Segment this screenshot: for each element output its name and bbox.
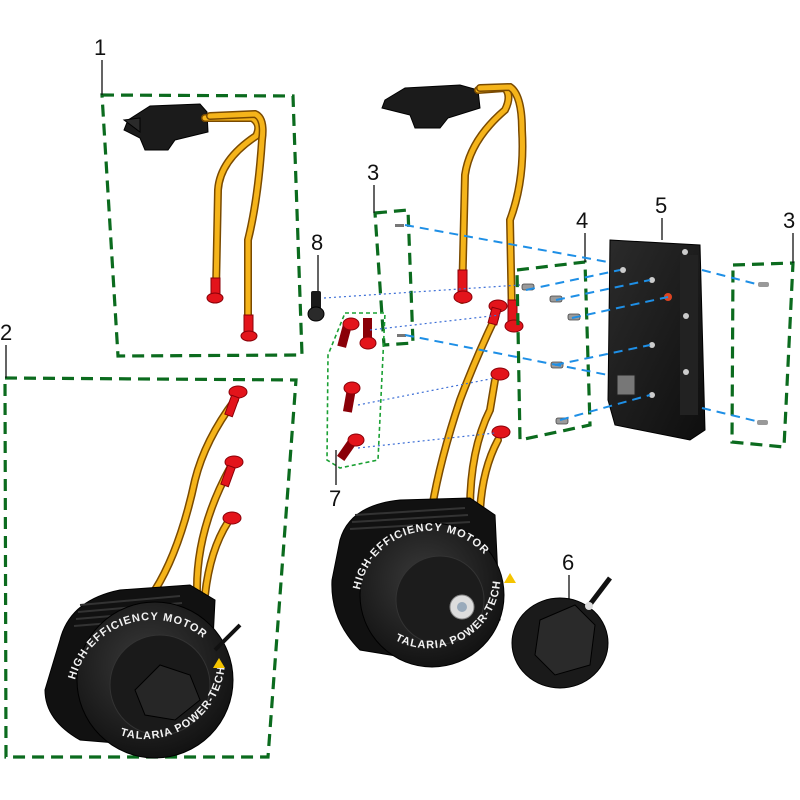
cable-harness-assembled xyxy=(381,82,527,333)
callout-2: 2 xyxy=(0,320,12,345)
terminal-cap xyxy=(336,433,365,462)
callout-8: 8 xyxy=(311,230,323,255)
group-3-screws-left: 3 xyxy=(367,160,415,347)
callout-5: 5 xyxy=(655,193,667,218)
part-8-bolt: 8 xyxy=(307,230,325,322)
group-4-nuts: 4 xyxy=(515,208,592,442)
motor-right-cables xyxy=(428,299,511,516)
group-2-motor-assembly: 2 HIGH-EFFICIENCY MOTOR TALARIA POWER-TE… xyxy=(0,320,298,759)
callout-6: 6 xyxy=(562,550,574,575)
motor-right: HIGH-EFFICIENCY MOTOR TALARIA POWER-TECH xyxy=(331,497,516,668)
group-4-border xyxy=(515,260,592,442)
group-7-terminal-caps: 7 xyxy=(326,312,386,511)
throttle-connector xyxy=(122,103,209,151)
terminal-cap xyxy=(342,381,361,413)
callout-3a: 3 xyxy=(367,160,379,185)
motor-left: HIGH-EFFICIENCY MOTOR TALARIA POWER-TECH xyxy=(44,584,242,759)
callout-3b: 3 xyxy=(783,208,795,233)
terminal-cap xyxy=(359,318,377,350)
group-3-screws-right: 3 xyxy=(730,208,795,449)
group-3a-border xyxy=(373,208,415,347)
group-2-border xyxy=(3,376,298,759)
group-1-cable-harness: 1 xyxy=(94,35,304,358)
group-7-border xyxy=(326,312,386,469)
part-5-controller: 5 xyxy=(607,193,706,441)
callout-1: 1 xyxy=(94,35,106,60)
terminal-cap xyxy=(337,317,360,348)
part-6-sensor-cover: 6 xyxy=(511,550,612,689)
callout-4: 4 xyxy=(576,208,588,233)
assembly-guide-lines xyxy=(323,224,761,449)
callout-7: 7 xyxy=(329,486,341,511)
group-3b-border xyxy=(730,261,795,449)
